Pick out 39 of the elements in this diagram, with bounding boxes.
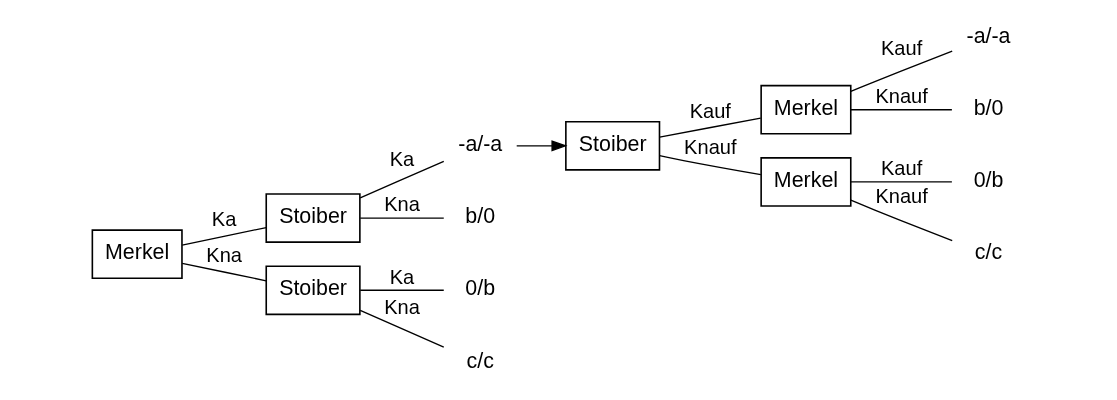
connector <box>359 160 445 199</box>
arrow <box>516 140 568 152</box>
edge-label: Knauf <box>684 135 737 158</box>
edge-label: Knauf <box>875 85 928 108</box>
edge-label: Knauf <box>875 185 928 208</box>
edge-label: Kauf <box>689 99 731 122</box>
node-box: Stoiber <box>265 265 361 316</box>
connector <box>359 217 445 219</box>
connector <box>359 309 445 348</box>
node-text: -a/-a <box>458 131 503 156</box>
edge-label: Kauf <box>880 36 923 59</box>
node-text: 0/b <box>465 276 496 301</box>
edge-label: Kauf <box>880 157 923 180</box>
node-box: Merkel <box>760 84 852 135</box>
node-text: c/c <box>974 240 1003 265</box>
node-box: Stoiber <box>265 193 361 243</box>
edge-label: Kna <box>384 296 420 319</box>
node-box: Merkel <box>760 157 852 207</box>
edge-label: Ka <box>389 265 415 288</box>
node-box: Stoiber <box>565 120 661 171</box>
connector <box>850 109 953 111</box>
connector <box>850 50 953 93</box>
connector <box>850 181 953 183</box>
node-text: c/c <box>466 348 494 373</box>
connector <box>181 262 267 282</box>
node-text: b/0 <box>465 204 496 229</box>
connector <box>658 155 762 176</box>
node-text: 0/b <box>973 168 1004 193</box>
connector <box>181 226 267 246</box>
connector <box>659 117 762 138</box>
node-text: -a/-a <box>966 23 1011 48</box>
edge-label: Ka <box>389 147 415 170</box>
edge-label: Kna <box>206 244 242 267</box>
node-text: b/0 <box>973 95 1004 120</box>
node-box: Merkel <box>91 229 183 280</box>
edge-label: Kna <box>384 193 420 216</box>
connector <box>359 289 445 291</box>
connector <box>850 199 953 242</box>
edge-label: Ka <box>211 208 237 231</box>
